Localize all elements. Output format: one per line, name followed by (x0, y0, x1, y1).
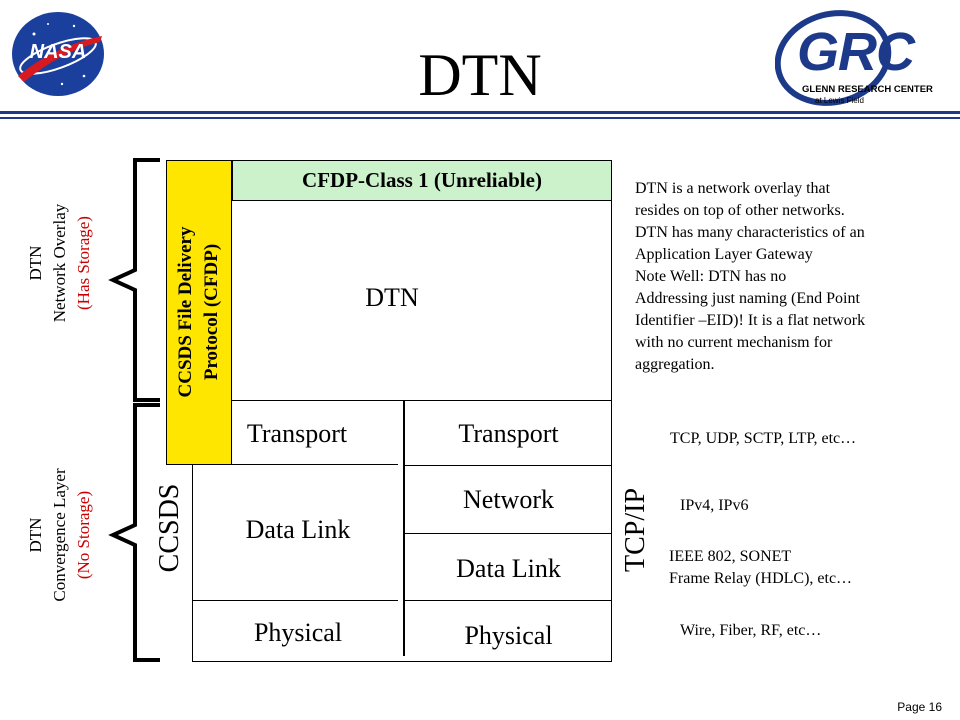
dtn-description-line: resides on top of other networks. (635, 202, 845, 219)
tcpip-side-label: TCP/IP (620, 487, 651, 573)
nasa-meatball-logo-icon (12, 12, 104, 96)
cfdp-class1-label: CFDP-Class 1 (Unreliable) (302, 168, 542, 192)
dtn-description-line: DTN is a network overlay that (635, 180, 831, 197)
ccsds-transport-rule (232, 464, 398, 465)
tcpip-datalink-rule (405, 600, 612, 601)
cfdp-vertical-line2: Protocol (CFDP) (201, 243, 222, 381)
nasa-logo: NASA (4, 6, 112, 102)
grc-subtitle-2: at Lewis Field (815, 96, 864, 105)
grc-logo: GRC GLENN RESEARCH CENTER at Lewis Field (774, 8, 955, 108)
cfdp-vertical-bar (166, 160, 232, 465)
cfdp-vertical-line1: CCSDS File Delivery (175, 226, 196, 398)
ccsds-datalink-label: Data Link (245, 515, 351, 544)
dtn-description-line: with no current mechanism for (635, 334, 833, 351)
datalink-examples-line1: IEEE 802, SONET (669, 548, 792, 565)
cfdp-vertical-label: CCSDS File Delivery Protocol (CFDP) (173, 227, 225, 398)
page-title: DTN (418, 42, 542, 108)
column-divider (403, 401, 405, 656)
dtn-description: DTN is a network overlay that resides on… (635, 178, 865, 376)
stack-outline (192, 160, 612, 662)
overlay-label: DTN Network Overlay (Has Storage) (24, 204, 96, 323)
physical-examples: Wire, Fiber, RF, etc… (680, 622, 822, 639)
dtn-description-line: Identifier –EID)! It is a flat network (635, 312, 866, 329)
dtn-description-line: Application Layer Gateway (635, 246, 813, 263)
ccsds-transport-label: Transport (246, 419, 348, 448)
dtn-description-line: Addressing just naming (End Point (635, 290, 860, 307)
convergence-label-line3: (No Storage) (74, 490, 93, 580)
dtn-region-bottom-rule (232, 400, 612, 401)
overlay-label-line3: (Has Storage) (74, 216, 93, 310)
tcpip-transport-label: Transport (458, 419, 559, 448)
grc-swoosh-icon (774, 10, 892, 106)
dtn-description-line: Note Well: DTN has no (635, 268, 787, 285)
convergence-brace-icon (108, 403, 160, 662)
cfdp-class1-box (232, 160, 612, 201)
tcpip-datalink-label: Data Link (456, 554, 561, 583)
tcpip-transport-rule (405, 465, 612, 466)
ccsds-datalink-rule (192, 600, 398, 601)
dtn-layer-label: DTN (365, 283, 419, 312)
network-examples: IPv4, IPv6 (680, 497, 749, 514)
grc-subtitle-1: GLENN RESEARCH CENTER (802, 84, 933, 95)
tcpip-network-rule (405, 533, 612, 534)
convergence-label: DTN Convergence Layer (No Storage) (24, 468, 96, 601)
grc-wordmark: GRC (797, 22, 915, 82)
tcpip-network-label: Network (463, 485, 554, 514)
ccsds-side-label: CCSDS (154, 483, 185, 573)
overlay-brace-icon (108, 158, 160, 402)
page-number: Page 16 (897, 700, 942, 714)
dtn-description-line: aggregation. (635, 356, 715, 373)
datalink-examples-line2: Frame Relay (HDLC), etc… (669, 570, 853, 587)
transport-examples: TCP, UDP, SCTP, LTP, etc… (670, 430, 857, 447)
convergence-label-line2: Convergence Layer (50, 468, 69, 602)
header-rule-top (0, 111, 960, 114)
overlay-label-line1: DTN (26, 245, 45, 281)
dtn-description-line: DTN has many characteristics of an (635, 224, 865, 241)
overlay-label-line2: Network Overlay (50, 203, 69, 323)
ccsds-physical-label: Physical (253, 618, 343, 647)
header-rule-bottom (0, 117, 960, 119)
convergence-label-line1: DTN (26, 517, 45, 553)
datalink-examples: IEEE 802, SONET Frame Relay (HDLC), etc… (669, 546, 852, 590)
tcpip-physical-label: Physical (464, 621, 553, 650)
nasa-wordmark: NASA (29, 41, 87, 63)
